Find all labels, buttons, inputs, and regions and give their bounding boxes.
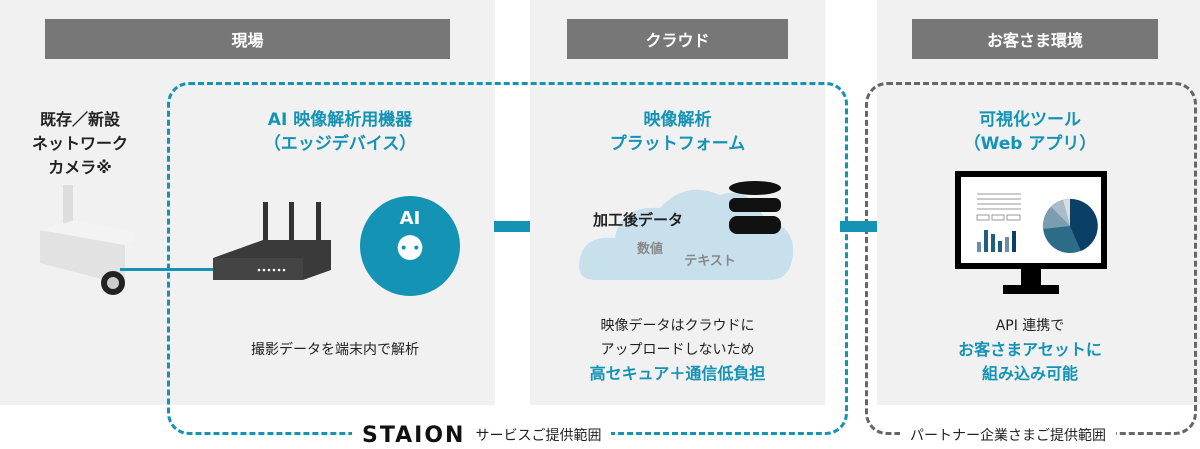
platform-subtitle: プラットフォーム — [609, 134, 746, 154]
edge-caption: 撮影データを端末内で解析 — [251, 342, 419, 358]
edge-title-text: AI 映像解析用機器 — [267, 110, 413, 130]
tool-title-text: 可視化ツール — [979, 110, 1081, 130]
edge-subtitle: （エッジデバイス） — [263, 134, 417, 154]
ai-label: AI — [399, 208, 421, 229]
staion-scope-text: サービスご提供範囲 — [475, 428, 602, 444]
tool-caption-3: 組み込み可能 — [981, 364, 1078, 383]
header-cloud: クラウド — [567, 19, 788, 59]
platform-title: 映像解析 プラットフォーム — [560, 108, 795, 156]
data-text: テキスト — [684, 254, 736, 269]
edge-title: AI 映像解析用機器 （エッジデバイス） — [200, 108, 480, 156]
database-icon — [729, 181, 781, 234]
cloud-label: 加工後データ — [592, 211, 683, 229]
platform-title-text: 映像解析 — [643, 110, 712, 130]
tool-caption: API 連携で お客さまアセットに 組み込み可能 — [900, 314, 1160, 386]
partner-scope-text: パートナー企業さまご提供範囲 — [910, 428, 1106, 444]
brain-icon: ⚉ — [394, 229, 426, 269]
platform-caption-2: アップロードしないため — [600, 342, 755, 358]
header-site: 現場 — [45, 19, 450, 59]
tool-title: 可視化ツール （Web アプリ） — [900, 108, 1160, 156]
data-numeric: 数値 — [636, 242, 663, 257]
connector-edge-cloud — [494, 221, 530, 232]
tool-caption-2: お客さまアセットに — [958, 340, 1102, 359]
cloud-icon — [579, 189, 794, 280]
staion-scope-label: STAION サービスご提供範囲 — [352, 422, 612, 448]
camera-title-line: 既存／新設 — [39, 110, 120, 129]
platform-caption-3: 高セキュア＋通信低負担 — [589, 364, 766, 383]
platform-caption-1: 映像データはクラウドに — [600, 318, 755, 334]
camera-title-line: ネットワーク — [31, 134, 128, 153]
monitor-dashboard-icon — [955, 171, 1107, 294]
network-camera-icon — [40, 185, 135, 295]
edge-router-icon — [213, 202, 331, 280]
partner-scope-label: パートナー企業さまご提供範囲 — [900, 422, 1116, 448]
header-customer: お客さま環境 — [912, 19, 1158, 59]
tool-caption-1: API 連携で — [995, 318, 1065, 334]
camera-link-line — [120, 268, 215, 271]
connector-cloud-tool — [840, 221, 877, 232]
platform-caption: 映像データはクラウドに アップロードしないため 高セキュア＋通信低負担 — [545, 314, 810, 386]
ai-badge: AI ⚉ — [360, 196, 460, 296]
camera-title: 既存／新設 ネットワーク カメラ※ — [10, 108, 150, 180]
camera-title-line: カメラ※ — [48, 158, 112, 177]
staion-logo: STAION — [362, 422, 466, 448]
tool-subtitle: （Web アプリ） — [963, 134, 1097, 154]
